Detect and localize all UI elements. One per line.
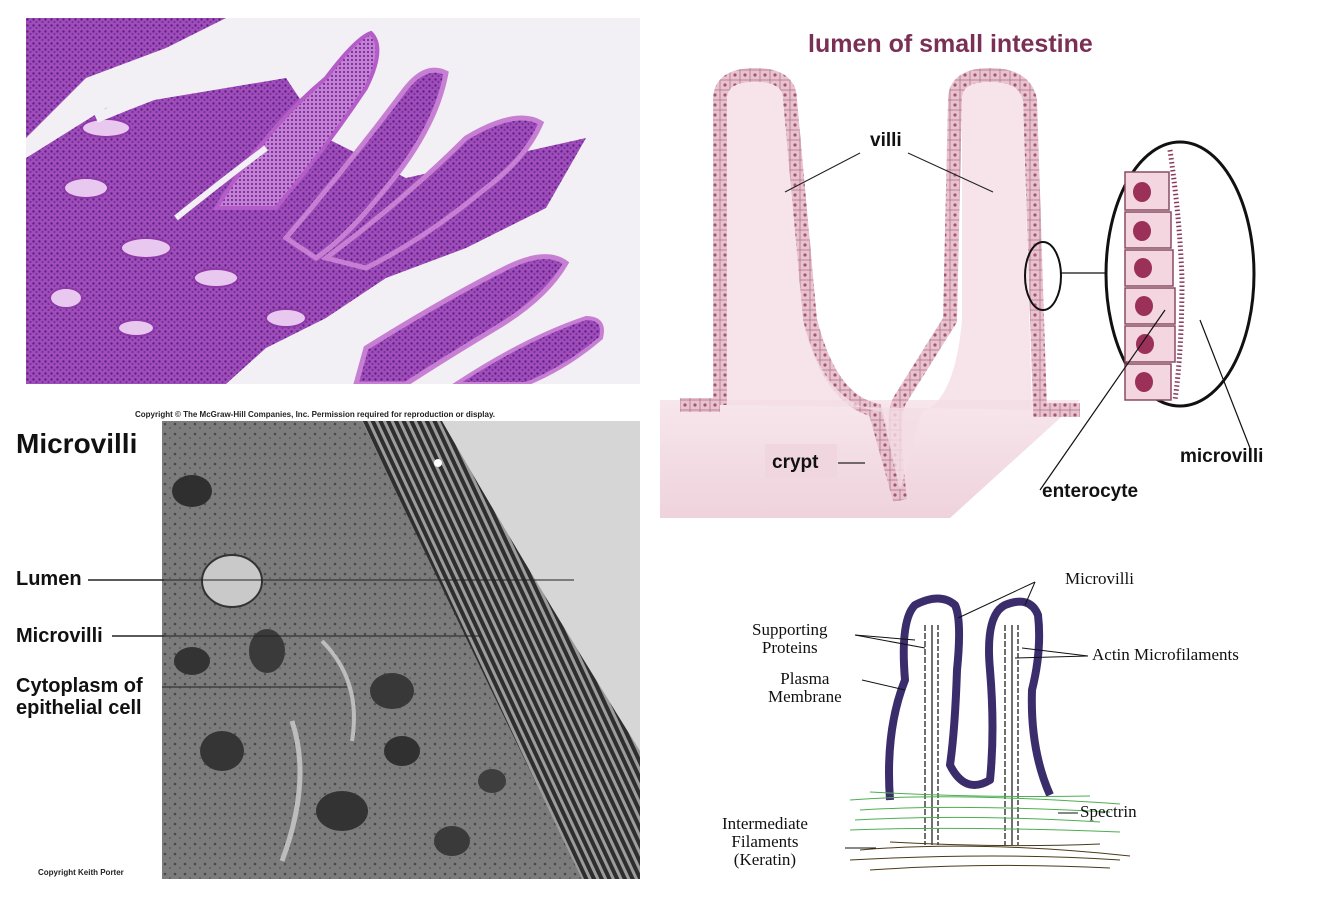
copyright-mcgraw-hill: Copyright © The McGraw-Hill Companies, I…: [135, 410, 496, 419]
spectrin-network: [849, 791, 1121, 833]
label-spectrin: Spectrin: [1080, 802, 1137, 821]
microvillus-illustration: [845, 581, 1131, 871]
label-cytoplasm-line2: epithelial cell: [16, 697, 142, 719]
label-lumen: Lumen: [16, 568, 82, 590]
label-microvilli-diagram: microvilli: [1180, 446, 1264, 467]
villi-illustration: [660, 67, 1256, 518]
label-intermediate-line2: Filaments: [731, 831, 799, 851]
label-intermediate-line3: (Keratin): [733, 849, 797, 869]
label-plasma-line2: Membrane: [768, 686, 842, 706]
label-supporting-line2: Proteins: [761, 637, 818, 657]
histology-image: [26, 18, 640, 384]
leader-lumen: [88, 579, 164, 581]
label-supporting-line1: Supporting: [752, 620, 828, 639]
label-microvilli-em: Microvilli: [16, 625, 103, 647]
enterocyte-cells: [1124, 171, 1176, 401]
label-cytoplasm-line1: Cytoplasm of: [16, 675, 143, 697]
em-title: Microvilli: [16, 428, 138, 459]
microvillus-structure-diagram: [700, 560, 1320, 890]
villi-diagram-title: lumen of small intestine: [808, 30, 1093, 58]
histology-micrograph: [26, 18, 640, 384]
label-actin-microfilaments: Actin Microfilaments: [1092, 645, 1239, 664]
label-supporting-proteins: Supporting Proteins: [752, 621, 828, 657]
em-image: [162, 421, 640, 879]
label-intermediate-filaments: Intermediate Filaments (Keratin): [722, 815, 808, 869]
label-villi: villi: [870, 130, 902, 151]
copyright-keith-porter: Copyright Keith Porter: [38, 868, 124, 877]
keratin-network: [849, 841, 1131, 871]
label-plasma-membrane: Plasma Membrane: [768, 670, 842, 706]
label-microvilli-structure: Microvilli: [1065, 569, 1134, 588]
label-intermediate-line1: Intermediate: [722, 814, 808, 833]
leader-microvilli-em: [112, 635, 164, 637]
villi-diagram: [660, 20, 1300, 540]
em-micrograph: [162, 421, 640, 879]
label-plasma-line1: Plasma: [780, 669, 830, 688]
label-cytoplasm: Cytoplasm of epithelial cell: [16, 675, 143, 719]
label-enterocyte: enterocyte: [1042, 481, 1139, 502]
label-crypt: crypt: [772, 452, 819, 473]
